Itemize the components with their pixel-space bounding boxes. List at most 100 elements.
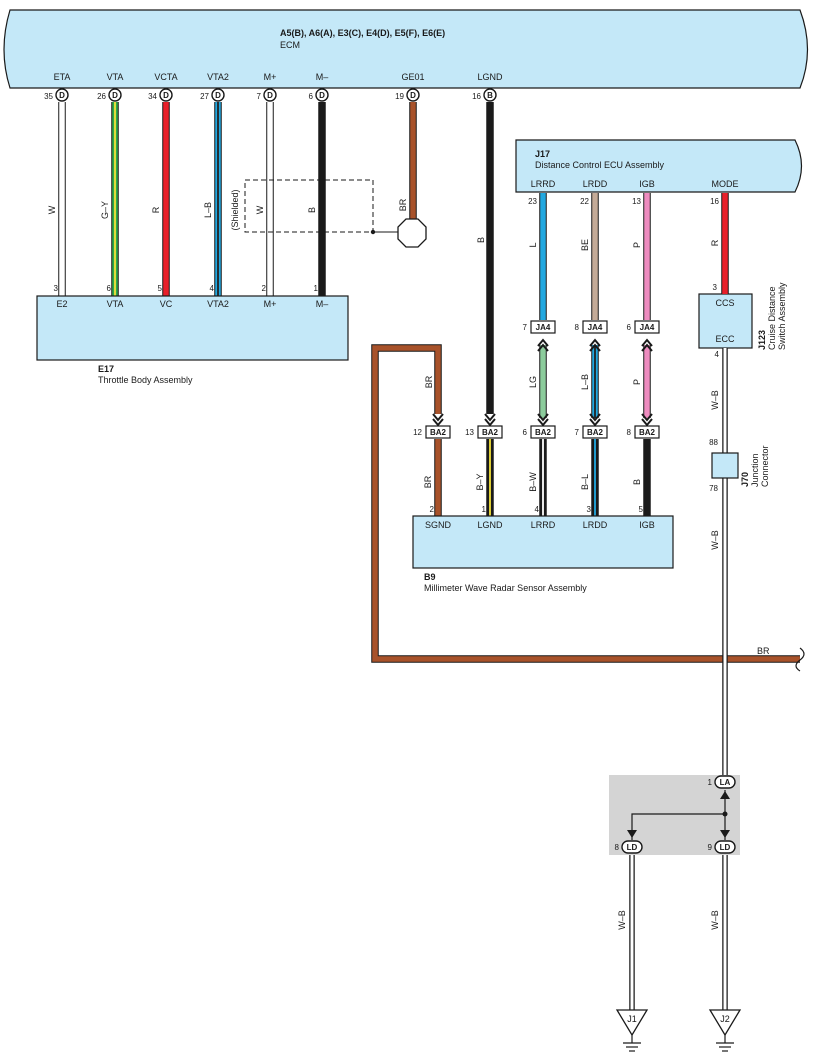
ecm-wire-color-label: B [307,207,317,213]
radar-wire-color-label: B–W [528,472,538,492]
connector-pin-number: 6 [523,428,528,437]
ecm-pin-connector: D [159,88,173,102]
dcu-code: J17 [535,149,550,159]
connector-pin-number: 1 [708,778,713,787]
ecm-wire-color-label: G–Y [100,201,110,219]
connector-tag: JA4 [640,323,655,332]
ecm-pin-row: ETA35VTA26VCTA34VTA227M+7M–6GE0119LGND16… [44,72,503,102]
dcu-wire-color-label: BE [580,239,590,251]
ecm-pin-number: 6 [309,92,314,101]
junction-top-pin: 88 [709,438,718,447]
radar-pin-number: 2 [430,505,435,514]
throttle-pin-number: 1 [314,284,319,293]
radar-wire-color-label: B–Y [475,473,485,490]
ground-wire-label-j2: W–B [710,910,720,930]
dcu-pin-label: LRRD [531,179,556,189]
radar-pin-number: 5 [639,505,644,514]
connector-pin-number: 7 [523,323,528,332]
ecm-wire-color-label: L–B [203,202,213,218]
ground-label: J1 [627,1014,637,1024]
dcu-wire-color-label: L [528,242,538,247]
radar-pin-number: 4 [535,505,540,514]
ecm-pin-number: 19 [395,92,404,101]
radar-pin-number: 1 [482,505,487,514]
connector-tag: BA2 [639,428,656,437]
mode-wire: R [710,193,729,294]
wb-right-wire: W–B W–B [710,348,728,780]
mid-wire-color-label: L–B [580,374,590,390]
ground-symbols: J1 J2 [615,1009,742,1052]
ecm-wire-color-label: BR [398,198,408,211]
throttle-pin-number: 3 [54,284,59,293]
connector-tag: BA2 [482,428,499,437]
ccs-name-line2: Switch Assembly [777,282,787,350]
connector-tag: JA4 [588,323,603,332]
throttle-pin-label: VTA2 [207,299,229,309]
ecm-pin-number: 16 [472,92,481,101]
connector-tag: LA [720,778,731,787]
ground-wire-label-j1: W–B [617,910,627,930]
ccs-top-pin: 3 [713,283,718,292]
throttle-code: E17 [98,364,114,374]
pin-connector-letter: D [163,91,169,100]
pin-connector-letter: D [59,91,65,100]
connector-pin-number: 8 [615,843,620,852]
radar-pin-label: IGB [639,520,655,530]
connector-pin-number: 9 [708,843,713,852]
connector-tag: BA2 [535,428,552,437]
ecm-wire-color-label: R [151,206,161,213]
ecm-pin-label: M+ [264,72,277,82]
radar-code: B9 [424,572,436,582]
ecm-pin-number: 7 [257,92,262,101]
radar-wire-color-label: B–L [580,474,590,490]
shield: (Shielded) [230,179,427,248]
junction-connector-component: 88 78 J70 Junction Connector [709,438,770,493]
la-connector-pill: LA 1 [708,775,736,789]
ccs-top-label: CCS [715,298,734,308]
connector-tag: LD [720,843,731,852]
dcu-pin-number: 23 [528,197,537,206]
throttle-name: Throttle Body Assembly [98,375,193,385]
pin-connector-letter: D [267,91,273,100]
pin-connector-letter: D [319,91,325,100]
mid-wire-color-label: LG [528,376,538,388]
ecm-connector-codes: A5(B), A6(A), E3(C), E4(D), E5(F), E6(E) [280,28,445,38]
ground-wires: W–B W–B [617,855,728,1010]
radar-wire-color-label: BR [423,475,433,488]
dcu-pin-number: 16 [710,197,719,206]
ecm-name: ECM [280,40,300,50]
cruise-distance-switch-component: CCS ECC 3 4 J123 Cruise Distance Switch … [698,282,787,359]
throttle-pin-number: 5 [158,284,163,293]
throttle-pin-number: 4 [210,284,215,293]
ground-label: J2 [720,1014,730,1024]
ecm-pin-label: ETA [54,72,71,82]
wb-label-lower: W–B [710,530,720,550]
radar-pin-number: 3 [587,505,592,514]
radar-name: Millimeter Wave Radar Sensor Assembly [424,583,587,593]
junction-bottom-pin: 78 [709,484,718,493]
ecm-pin-connector: D [263,88,277,102]
radar-wire-color-label: B [632,479,642,485]
ccs-bottom-pin: 4 [715,350,720,359]
shielded-label: (Shielded) [230,189,240,230]
dcu-pin-number: 13 [632,197,641,206]
la-connector: LA 1 [708,775,736,789]
connector-pin-number: 6 [627,323,632,332]
dcu-pin-label: MODE [712,179,739,189]
ja4-connector: JA4 6 [627,320,660,334]
ground-icon: J2 [708,1009,742,1052]
ecm-pin-label: LGND [477,72,503,82]
throttle-pin-label: VC [160,299,173,309]
dcu-pin-label: IGB [639,179,655,189]
